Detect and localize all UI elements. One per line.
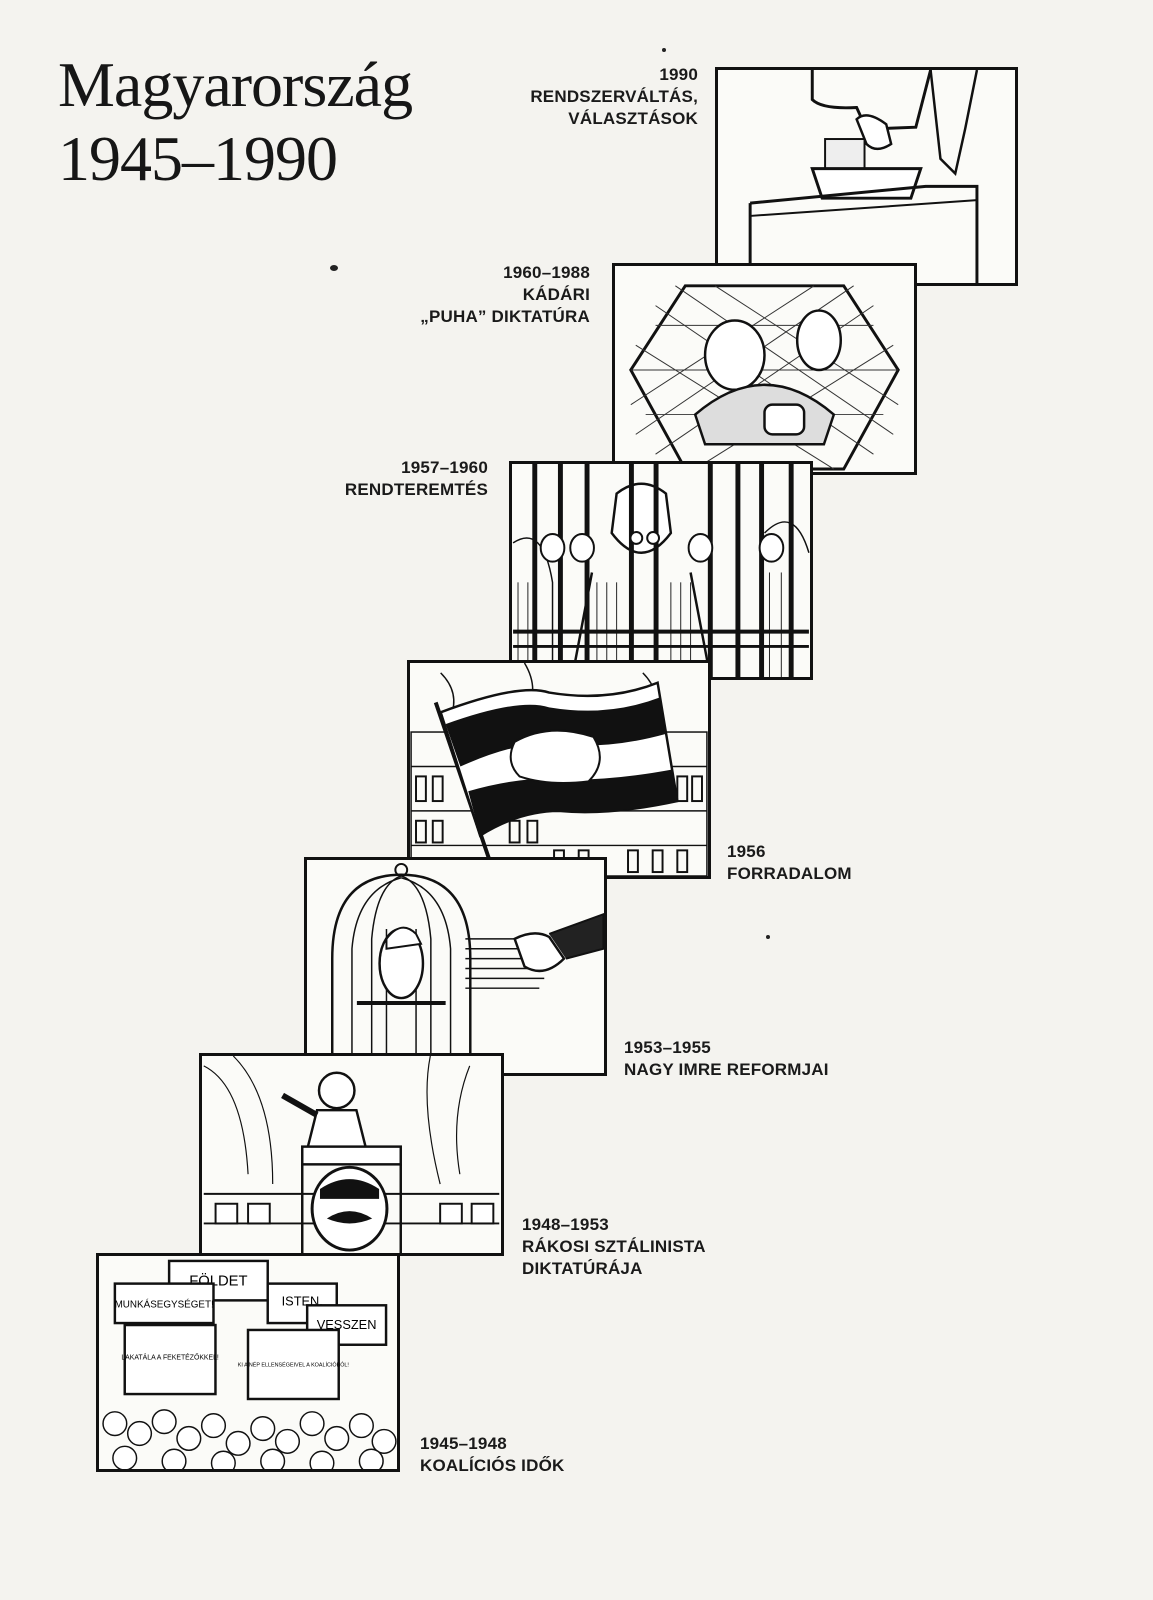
caption-line-1: KÁDÁRI: [522, 285, 590, 304]
prison-bars-illustration: [512, 464, 810, 677]
caption-line-2: „PUHA” DIKTATÚRA: [420, 307, 590, 326]
caption-1957-1960: 1957–1960 RENDTEREMTÉS: [300, 457, 488, 501]
panel-1990-ballot: [715, 67, 1018, 286]
caption-1956: 1956 FORRADALOM: [727, 841, 927, 885]
caption-line-1: FORRADALOM: [727, 864, 852, 883]
panel-1945-1948-crowd: FÖLDET MUNKÁSEGYSÉGET! ISTEN, VESSZEN LA…: [96, 1253, 400, 1472]
panel-1948-1953-speaker: [199, 1053, 504, 1256]
caption-line-1: RÁKOSI SZTÁLINISTA: [522, 1237, 706, 1256]
caption-line-1: RENDTEREMTÉS: [344, 480, 488, 499]
caption-1945-1948: 1945–1948 KOALÍCIÓS IDŐK: [420, 1433, 680, 1477]
speaker-podium-illustration: [203, 1056, 500, 1253]
caption-line-2: VÁLASZTÁSOK: [568, 109, 698, 128]
flag-with-hole-illustration: [410, 663, 708, 876]
caption-line-2: DIKTATÚRÁJA: [522, 1259, 643, 1278]
panel-1956-flag: [407, 660, 711, 879]
caption-line-1: KOALÍCIÓS IDŐK: [420, 1456, 565, 1475]
caption-1953-1955: 1953–1955 NAGY IMRE REFORMJAI: [624, 1037, 904, 1081]
caption-line-1: NAGY IMRE REFORMJAI: [624, 1060, 829, 1079]
caption-years: 1945–1948: [420, 1434, 507, 1453]
caption-1960-1988: 1960–1988 KÁDÁRI „PUHA” DIKTATÚRA: [400, 262, 590, 328]
birdcage-illustration: [331, 862, 604, 1073]
sign-6: KI A NÉP ELLENSÉGEIVEL A KOALÍCIÓBÓL!: [238, 1361, 350, 1368]
caption-years: 1960–1988: [503, 263, 590, 282]
sign-5: LAKATÁLA A FEKETÉZŐKKEL!: [121, 1353, 219, 1362]
panel-1957-1960-prison: [509, 461, 813, 680]
caption-years: 1990: [659, 65, 698, 84]
panel-1960-1988-net: [612, 263, 917, 475]
print-speck: [662, 48, 666, 52]
title-line-2: 1945–1990: [58, 123, 338, 194]
print-speck: [330, 265, 338, 271]
caption-years: 1956: [727, 842, 766, 861]
caption-years: 1953–1955: [624, 1038, 711, 1057]
caption-1948-1953: 1948–1953 RÁKOSI SZTÁLINISTA DIKTATÚRÁJA: [522, 1214, 792, 1280]
panel-1953-1955-birdcage: [304, 857, 607, 1076]
crowd-with-signs-illustration: FÖLDET MUNKÁSEGYSÉGET! ISTEN, VESSZEN LA…: [102, 1259, 397, 1469]
title-line-1: Magyarország: [58, 49, 413, 120]
sign-4: VESSZEN: [317, 1317, 377, 1332]
sign-2: MUNKÁSEGYSÉGET!: [115, 1299, 214, 1310]
ballot-box-illustration: [748, 70, 979, 283]
caption-years: 1948–1953: [522, 1215, 609, 1234]
print-speck: [766, 935, 770, 939]
caption-years: 1957–1960: [401, 458, 488, 477]
page-title: Magyarország 1945–1990: [58, 48, 413, 196]
caption-1990: 1990 RENDSZERVÁLTÁS, VÁLASZTÁSOK: [440, 64, 698, 130]
net-cage-illustration: [629, 284, 900, 471]
caption-line-1: RENDSZERVÁLTÁS,: [530, 87, 698, 106]
